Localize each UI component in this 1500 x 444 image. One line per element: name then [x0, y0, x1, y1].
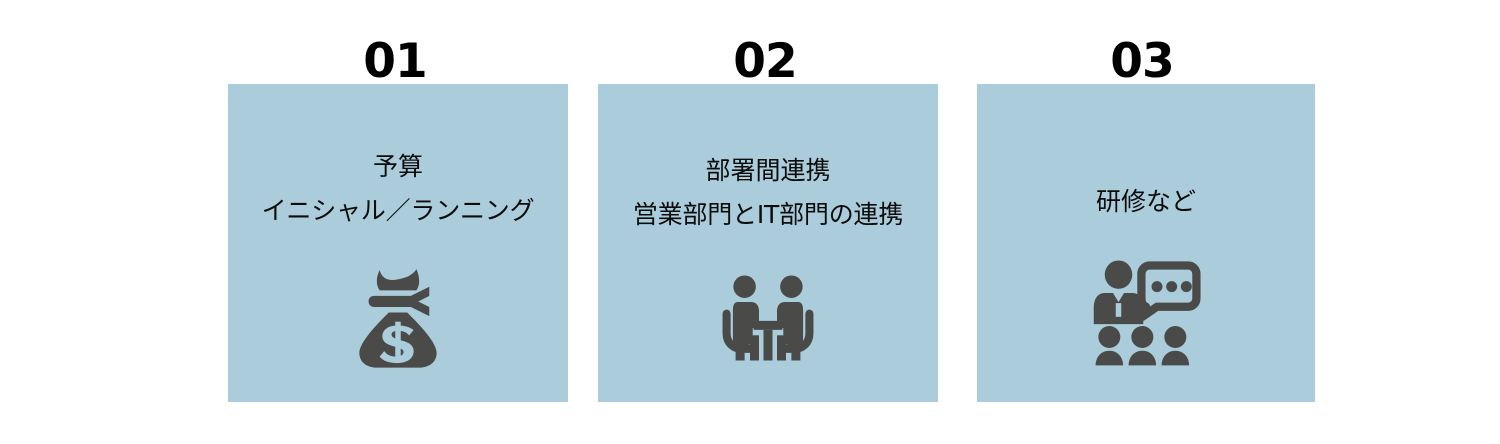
card-03[interactable]: 03 研修など: [977, 38, 1315, 402]
card-03-line-1: 研修など: [1095, 187, 1196, 216]
card-01-line-2: イニシャル／ランニング: [261, 196, 535, 225]
card-03-text: 研修など: [977, 189, 1315, 214]
card-01-number: 01: [363, 34, 427, 89]
training-presenter-icon: [977, 260, 1315, 370]
card-02-text: 部署間連携 営業部門とIT部門の連携: [598, 158, 938, 227]
card-01-line-1: 予算: [372, 152, 423, 181]
card-03-number: 03: [1110, 34, 1174, 89]
card-02[interactable]: 02 部署間連携 営業部門とIT部門の連携: [598, 38, 938, 402]
money-bag-icon: [228, 266, 568, 370]
meeting-table-icon: [598, 274, 938, 366]
card-02-number: 02: [733, 34, 797, 89]
card-02-line-1: 部署間連携: [705, 156, 831, 185]
card-01-text: 予算 イニシャル／ランニング: [228, 154, 568, 223]
card-01[interactable]: 01 予算 イニシャル／ランニング: [228, 38, 568, 402]
card-02-line-2: 営業部門とIT部門の連携: [632, 200, 904, 229]
